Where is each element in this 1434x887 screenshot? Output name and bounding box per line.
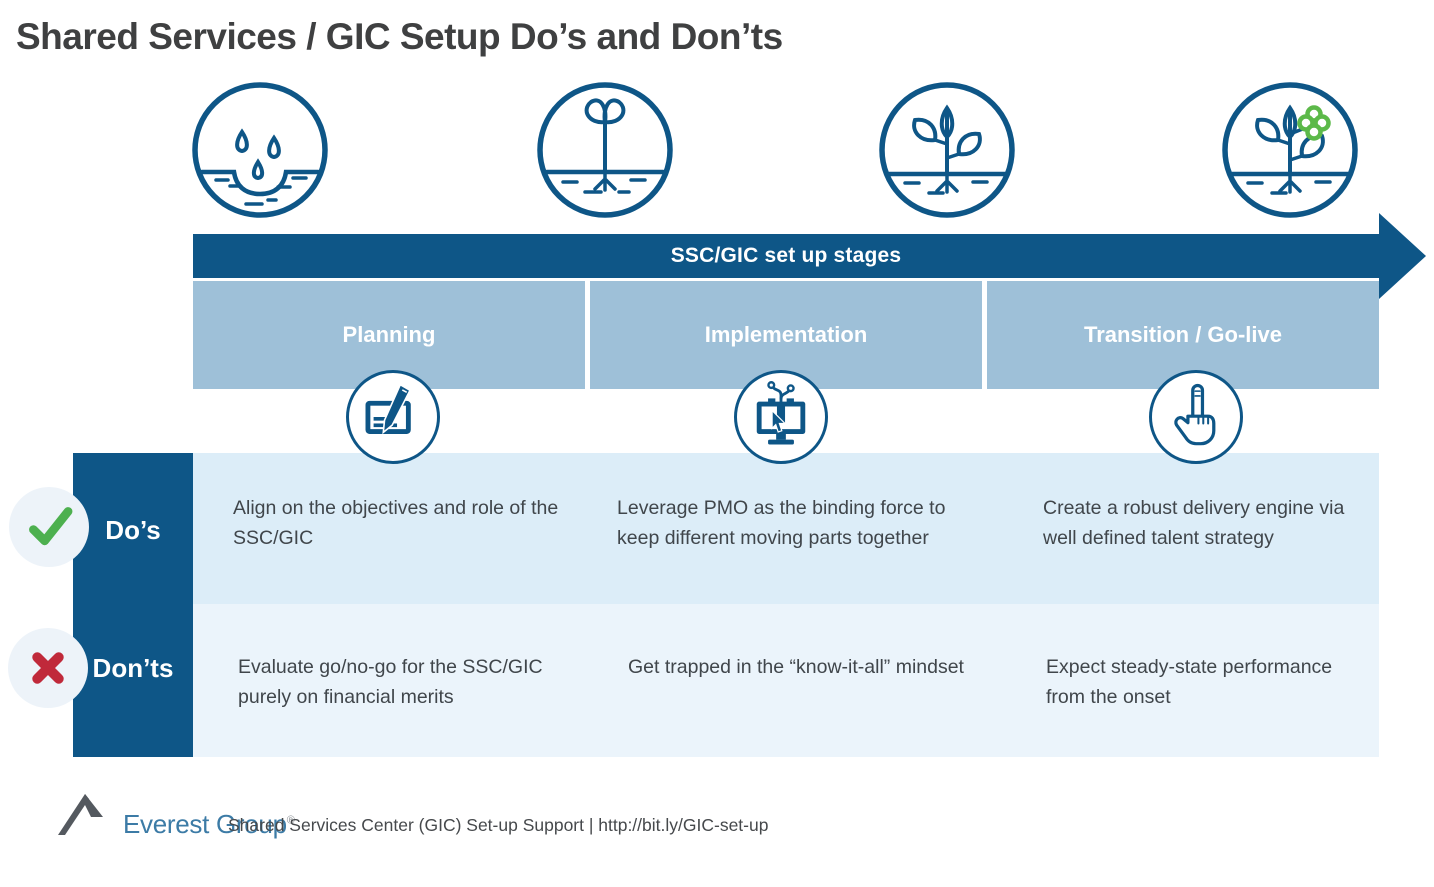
stage-label-planning: Planning <box>342 322 436 347</box>
clipboard-pen-icon <box>346 370 440 464</box>
everest-group-logo: Everest Group® <box>57 788 295 838</box>
stages-banner-label: SSC/GIC set up stages <box>670 244 902 267</box>
donts-item-transition: Expect steady-state performance from the… <box>1046 656 1333 708</box>
donts-item-planning: Evaluate go/no-go for the SSC/GIC purely… <box>238 656 543 708</box>
stage-label-transition: Transition / Go-live <box>1083 322 1283 347</box>
pointing-hand-icon <box>1149 370 1243 464</box>
stage-label-implementation: Implementation <box>704 322 868 347</box>
logo-wordmark: Everest Group® <box>123 809 295 839</box>
donts-label: Don’ts <box>92 653 174 683</box>
stages-banner: SSC/GIC set up stages <box>193 234 1379 278</box>
footer-caption: Shared Services Center (GIC) Set-up Supp… <box>228 815 769 835</box>
dos-item-implementation: Leverage PMO as the binding force to kee… <box>617 497 946 549</box>
arrow-head <box>1379 213 1426 299</box>
monitor-cursor-icon <box>734 370 828 464</box>
stage-box-planning: Planning <box>193 281 585 389</box>
dos-item-transition: Create a robust delivery engine via well… <box>1043 497 1345 549</box>
dos-label: Do’s <box>105 515 161 545</box>
donts-item-implementation: Get trapped in the “know-it-all” mindset <box>628 656 964 678</box>
dos-item-planning: Align on the objectives and role of the … <box>233 497 559 549</box>
dos-donts-sidebar: Do’s Don’ts <box>73 453 193 757</box>
seeds-in-soil-icon <box>190 80 330 220</box>
flowering-plant-icon <box>1220 80 1360 220</box>
page-title: Shared Services / GIC Setup Do’s and Don… <box>16 16 783 57</box>
dos-row <box>193 453 1379 604</box>
donts-row <box>193 604 1379 757</box>
sprout-icon <box>535 80 675 220</box>
registered-mark: ® <box>286 814 295 827</box>
cross-icon <box>8 628 88 708</box>
check-icon <box>9 487 89 567</box>
sapling-icon <box>877 80 1017 220</box>
mountain-peak-icon <box>58 794 103 835</box>
